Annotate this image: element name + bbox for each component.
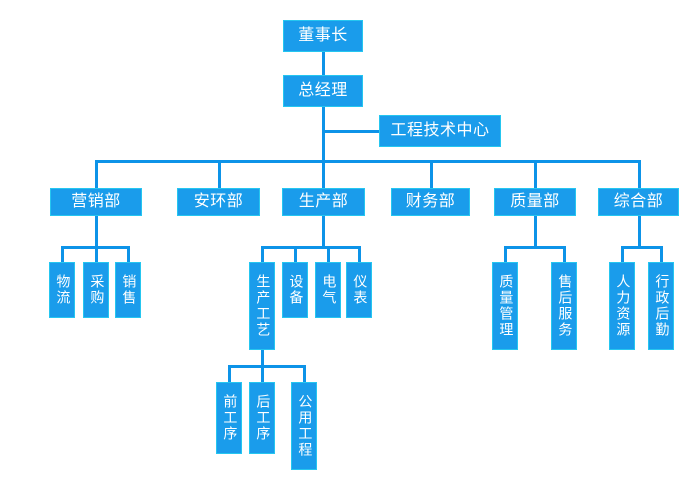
node-label: 生产部 bbox=[298, 191, 349, 211]
node-label: 营销部 bbox=[71, 191, 121, 211]
node-label: 总经理 bbox=[298, 80, 348, 100]
drop-to-front-process bbox=[228, 365, 231, 382]
node-leaf-utilities[interactable]: 公用工程 bbox=[291, 382, 317, 470]
drop-to-production bbox=[322, 160, 325, 188]
node-engineering-center[interactable]: 工程技术中心 bbox=[379, 115, 501, 147]
node-label: 售后服务 bbox=[556, 274, 573, 338]
drop-to-instrument bbox=[358, 246, 361, 262]
leaf-bus bbox=[228, 365, 306, 368]
node-sub-production-process[interactable]: 生产工艺 bbox=[249, 262, 275, 350]
connector-marketing-stem bbox=[95, 215, 98, 246]
drop-to-logistics bbox=[61, 246, 64, 262]
drop-to-hr bbox=[621, 246, 624, 262]
node-dept-marketing[interactable]: 营销部 bbox=[50, 188, 142, 216]
node-label: 工程技术中心 bbox=[390, 120, 490, 140]
node-dept-quality[interactable]: 质量部 bbox=[494, 188, 576, 216]
node-sub-quality-mgmt[interactable]: 质量管理 bbox=[492, 262, 518, 350]
drop-to-finance bbox=[430, 160, 433, 188]
drop-to-production-process bbox=[261, 246, 264, 262]
node-label: 采购 bbox=[88, 274, 105, 306]
node-label: 后工序 bbox=[254, 394, 271, 442]
node-label: 设备 bbox=[287, 274, 304, 306]
node-leaf-back-process[interactable]: 后工序 bbox=[249, 382, 275, 454]
node-sub-after-sales[interactable]: 售后服务 bbox=[551, 262, 577, 350]
node-label: 质量部 bbox=[510, 191, 560, 211]
level3-bus bbox=[95, 160, 641, 163]
node-label: 质量管理 bbox=[497, 274, 514, 338]
node-dept-production[interactable]: 生产部 bbox=[282, 188, 365, 216]
node-label: 生产工艺 bbox=[254, 274, 271, 338]
drop-to-marketing bbox=[95, 160, 98, 188]
connector-gm-to-engineering-center bbox=[322, 130, 379, 133]
node-label: 综合部 bbox=[613, 191, 664, 211]
connector-production-stem bbox=[322, 215, 325, 246]
node-sub-hr[interactable]: 人力资源 bbox=[609, 262, 635, 350]
node-chairman[interactable]: 董事长 bbox=[283, 20, 363, 52]
node-sub-equipment[interactable]: 设备 bbox=[282, 262, 308, 318]
node-label: 公用工程 bbox=[296, 394, 313, 458]
node-general-manager[interactable]: 总经理 bbox=[283, 75, 363, 107]
drop-to-back-process bbox=[261, 365, 264, 382]
drop-to-equipment bbox=[294, 246, 297, 262]
node-label: 安环部 bbox=[193, 191, 244, 211]
connector-gm-trunk bbox=[322, 107, 325, 162]
drop-to-utilities bbox=[303, 365, 306, 382]
node-dept-safety-env[interactable]: 安环部 bbox=[177, 188, 260, 216]
drop-to-procurement bbox=[95, 246, 98, 262]
drop-to-quality-mgmt bbox=[504, 246, 507, 262]
production-sub-bus bbox=[261, 246, 361, 249]
drop-to-admin bbox=[660, 246, 663, 262]
drop-to-sales bbox=[127, 246, 130, 262]
node-label: 销售 bbox=[120, 274, 137, 306]
node-label: 物流 bbox=[54, 274, 71, 306]
drop-to-general bbox=[638, 160, 641, 188]
node-sub-electrical[interactable]: 电气 bbox=[315, 262, 341, 318]
node-sub-admin[interactable]: 行政后勤 bbox=[648, 262, 674, 350]
node-leaf-front-process[interactable]: 前工序 bbox=[216, 382, 242, 454]
node-sub-procurement[interactable]: 采购 bbox=[83, 262, 109, 318]
node-label: 行政后勤 bbox=[653, 274, 670, 338]
drop-to-safety-env bbox=[218, 160, 221, 188]
node-dept-finance[interactable]: 财务部 bbox=[391, 188, 470, 216]
drop-to-electrical bbox=[327, 246, 330, 262]
general-sub-bus bbox=[621, 246, 663, 249]
node-sub-sales[interactable]: 销售 bbox=[115, 262, 141, 318]
drop-to-quality bbox=[534, 160, 537, 188]
node-sub-logistics[interactable]: 物流 bbox=[49, 262, 75, 318]
node-label: 财务部 bbox=[405, 191, 456, 211]
node-label: 仪表 bbox=[351, 274, 368, 306]
drop-to-after-sales bbox=[563, 246, 566, 262]
connector-chairman-to-gm bbox=[322, 52, 325, 75]
node-label: 人力资源 bbox=[614, 274, 631, 338]
node-label: 前工序 bbox=[221, 394, 238, 442]
quality-sub-bus bbox=[504, 246, 566, 249]
connector-quality-stem bbox=[534, 215, 537, 246]
node-sub-instrument[interactable]: 仪表 bbox=[346, 262, 372, 318]
node-dept-general[interactable]: 综合部 bbox=[598, 188, 679, 216]
node-label: 电气 bbox=[320, 274, 337, 306]
node-label: 董事长 bbox=[298, 25, 348, 45]
connector-general-stem bbox=[638, 215, 641, 246]
